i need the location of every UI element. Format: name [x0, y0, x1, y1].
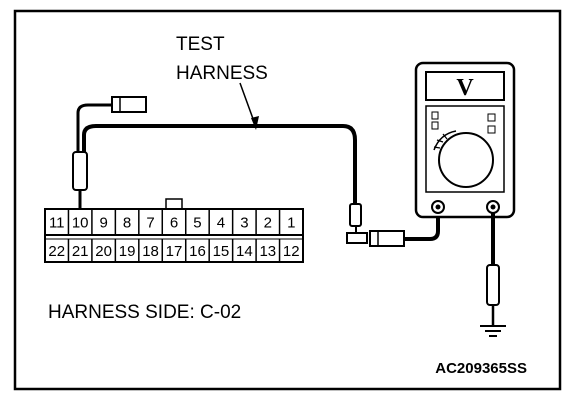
ground-probe-body: [486, 264, 500, 306]
connector-pin-9: 9: [99, 215, 107, 232]
ground-symbol: [480, 325, 506, 337]
meter-positive-lead: [404, 207, 440, 241]
diagram-frame: [13, 9, 562, 391]
connector-pin-19: 19: [119, 243, 136, 260]
connector-pin-13: 13: [259, 243, 276, 260]
connector-pin-2: 2: [264, 215, 272, 232]
range-button-left-2: [431, 121, 439, 130]
connector-pin-1: 1: [287, 215, 295, 232]
connector-pin-22: 22: [48, 243, 65, 260]
test-harness-label-line2: HARNESS: [176, 63, 268, 84]
connector-pin-4: 4: [217, 215, 225, 232]
connector-pin-21: 21: [72, 243, 89, 260]
test-harness-leader-arrow: [251, 116, 259, 130]
test-harness-cable: [82, 124, 357, 206]
voltmeter: V: [414, 61, 516, 219]
connector-pin-10: 10: [72, 215, 89, 232]
clip-probe-jaw: [346, 232, 368, 244]
test-probe-body: [72, 151, 88, 191]
connector-pin-16: 16: [189, 243, 206, 260]
test-harness-label-line1: TEST: [176, 34, 225, 55]
connector-pin-12: 12: [283, 243, 300, 260]
connector-pin-3: 3: [240, 215, 248, 232]
connector-pin-20: 20: [95, 243, 112, 260]
connector-pin-7: 7: [146, 215, 154, 232]
test-harness-spare-lead: [76, 103, 112, 152]
harness-side-caption: HARNESS SIDE: C-02: [48, 302, 241, 323]
clip-probe-body: [349, 203, 362, 227]
connector-pin-14: 14: [236, 243, 253, 260]
selector-dial: [438, 132, 494, 188]
connector-pin-8: 8: [123, 215, 131, 232]
meter-probe-plug: [369, 230, 405, 247]
connector-pin-18: 18: [142, 243, 159, 260]
connector-pin-17: 17: [166, 243, 183, 260]
range-button-right-1: [487, 113, 496, 122]
spare-plug: [111, 96, 147, 113]
connector-lock-tab: [165, 198, 183, 210]
figure-code: AC209365SS: [435, 360, 527, 377]
voltmeter-display: [425, 71, 505, 101]
connector-pin-5: 5: [193, 215, 201, 232]
range-button-left-1: [431, 111, 439, 120]
connector-pin-15: 15: [213, 243, 230, 260]
voltmeter-unit-symbol: V: [456, 75, 474, 101]
connector-pin-6: 6: [170, 215, 178, 232]
connector-pin-11: 11: [49, 215, 65, 232]
range-button-right-2: [487, 125, 496, 134]
